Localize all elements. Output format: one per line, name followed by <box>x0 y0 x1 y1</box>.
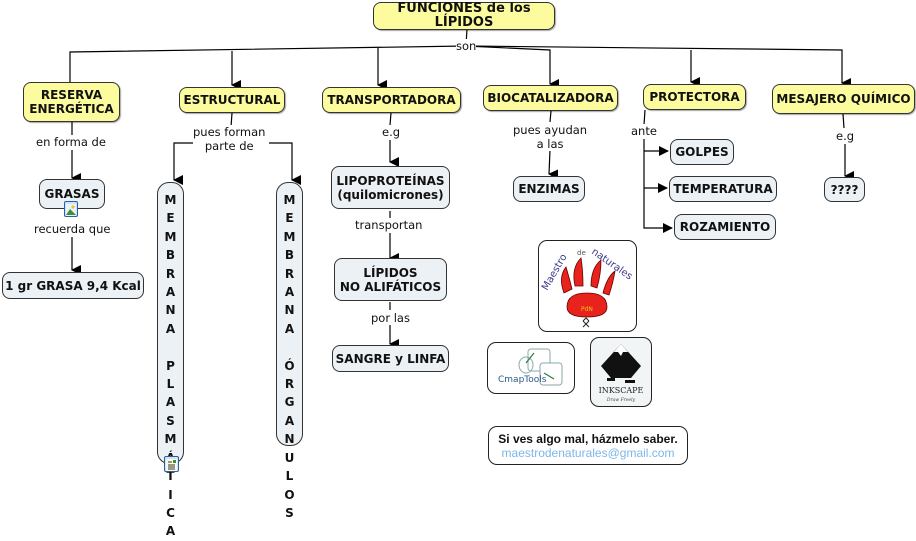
membrana-organulos-label: M E M B R A N A Ó R G A N U L O S <box>283 193 296 520</box>
grasa-kcal-label: 1 gr GRASA 9,4 Kcal <box>5 278 141 293</box>
inkscape-text: INKSCAPE <box>599 386 644 395</box>
node-mensajero-quimico[interactable]: MESAJERO QUÍMICO <box>772 84 915 114</box>
node-sangre-linfa[interactable]: SANGRE y LINFA <box>332 345 449 372</box>
link-recuerda-que: recuerda que <box>34 222 111 236</box>
credit-email-link[interactable]: maestrodenaturales@gmail.com <box>501 446 675 460</box>
link-transportan: transportan <box>355 218 423 232</box>
cmaptools-icon: CmapTools <box>498 348 563 386</box>
document-attachment-icon[interactable] <box>164 456 179 472</box>
link-eg-transportadora: e.g <box>382 125 401 139</box>
link-por-las: por las <box>371 311 410 325</box>
root-node[interactable]: FUNCIONES de los LÍPIDOS <box>373 2 555 30</box>
reserva-label: RESERVA ENERGÉTICA <box>29 88 114 116</box>
node-grasas[interactable]: GRASAS <box>39 179 105 209</box>
node-protectora[interactable]: PROTECTORA <box>643 84 746 110</box>
node-golpes[interactable]: GOLPES <box>670 139 734 165</box>
link-pues-ayudan: pues ayudan a las <box>513 123 588 151</box>
membrana-plasmatica-label: M E M B R A N A P L A S M Á T I C A <box>164 193 177 539</box>
example-label: ???? <box>830 182 859 197</box>
link-pues-forman: pues forman parte de <box>193 125 266 153</box>
node-biocatalizadora[interactable]: BIOCATALIZADORA <box>483 85 618 111</box>
node-membrana-organulos[interactable]: M E M B R A N A Ó R G A N U L O S <box>276 182 303 520</box>
node-transportadora[interactable]: TRANSPORTADORA <box>322 87 461 113</box>
node-lipidos-no-alifaticos[interactable]: LÍPIDOS NO ALIFÁTICOS <box>334 258 447 301</box>
inkscape-icon: INKSCAPE Draw Freely <box>599 344 644 403</box>
inkscape-tagline: Draw Freely <box>606 397 636 403</box>
node-grasa-kcal[interactable]: 1 gr GRASA 9,4 Kcal <box>2 272 144 299</box>
node-reserva-energetica[interactable]: RESERVA ENERGÉTICA <box>23 82 120 122</box>
maestro-naturales-logo[interactable]: Maestro de naturales PdN <box>538 240 637 332</box>
grasas-label: GRASAS <box>44 187 100 201</box>
inkscape-logo[interactable]: INKSCAPE Draw Freely <box>590 337 652 407</box>
cmaptools-text: CmapTools <box>498 375 547 385</box>
transportadora-label: TRANSPORTADORA <box>327 93 456 107</box>
biocatalizadora-label: BIOCATALIZADORA <box>487 91 614 105</box>
node-example-unknown[interactable]: ???? <box>824 177 865 202</box>
node-temperatura[interactable]: TEMPERATURA <box>669 176 777 202</box>
credit-message: Si ves algo mal, házmelo saber. <box>498 432 678 446</box>
cmaptools-logo[interactable]: CmapTools <box>487 342 575 394</box>
enzimas-label: ENZIMAS <box>518 182 580 196</box>
node-estructural[interactable]: ESTRUCTURAL <box>179 87 285 113</box>
logo-text-mid: de <box>577 249 586 257</box>
link-son: son <box>456 39 477 53</box>
mensajero-label: MESAJERO QUÍMICO <box>776 92 911 106</box>
node-membrana-plasmatica[interactable]: M E M B R A N A P L A S M Á T I C A <box>157 182 184 538</box>
lipidos-label: LÍPIDOS NO ALIFÁTICOS <box>339 265 442 294</box>
golpes-label: GOLPES <box>675 145 729 159</box>
connector-lines <box>69 28 854 349</box>
link-eg-mensajero: e.g <box>836 129 855 143</box>
node-lipoproteinas[interactable]: LIPOPROTEÍNAS (quilomicrones) <box>331 166 450 209</box>
node-enzimas[interactable]: ENZIMAS <box>513 176 585 202</box>
lipoproteinas-label: LIPOPROTEÍNAS (quilomicrones) <box>336 173 445 202</box>
root-label: FUNCIONES de los LÍPIDOS <box>397 1 531 30</box>
link-en-forma-de: en forma de <box>36 135 106 149</box>
svg-text:PdN: PdN <box>581 306 593 313</box>
temperatura-label: TEMPERATURA <box>673 182 773 196</box>
protectora-label: PROTECTORA <box>649 90 740 104</box>
link-ante: ante <box>631 124 657 138</box>
sangre-label: SANGRE y LINFA <box>335 351 446 366</box>
paw-icon: Maestro de naturales PdN <box>540 246 634 328</box>
rozamiento-label: ROZAMIENTO <box>679 220 771 234</box>
estructural-label: ESTRUCTURAL <box>183 93 281 107</box>
credit-box: Si ves algo mal, házmelo saber. maestrod… <box>488 426 688 465</box>
node-rozamiento[interactable]: ROZAMIENTO <box>674 214 776 240</box>
image-attachment-icon[interactable] <box>64 201 78 217</box>
